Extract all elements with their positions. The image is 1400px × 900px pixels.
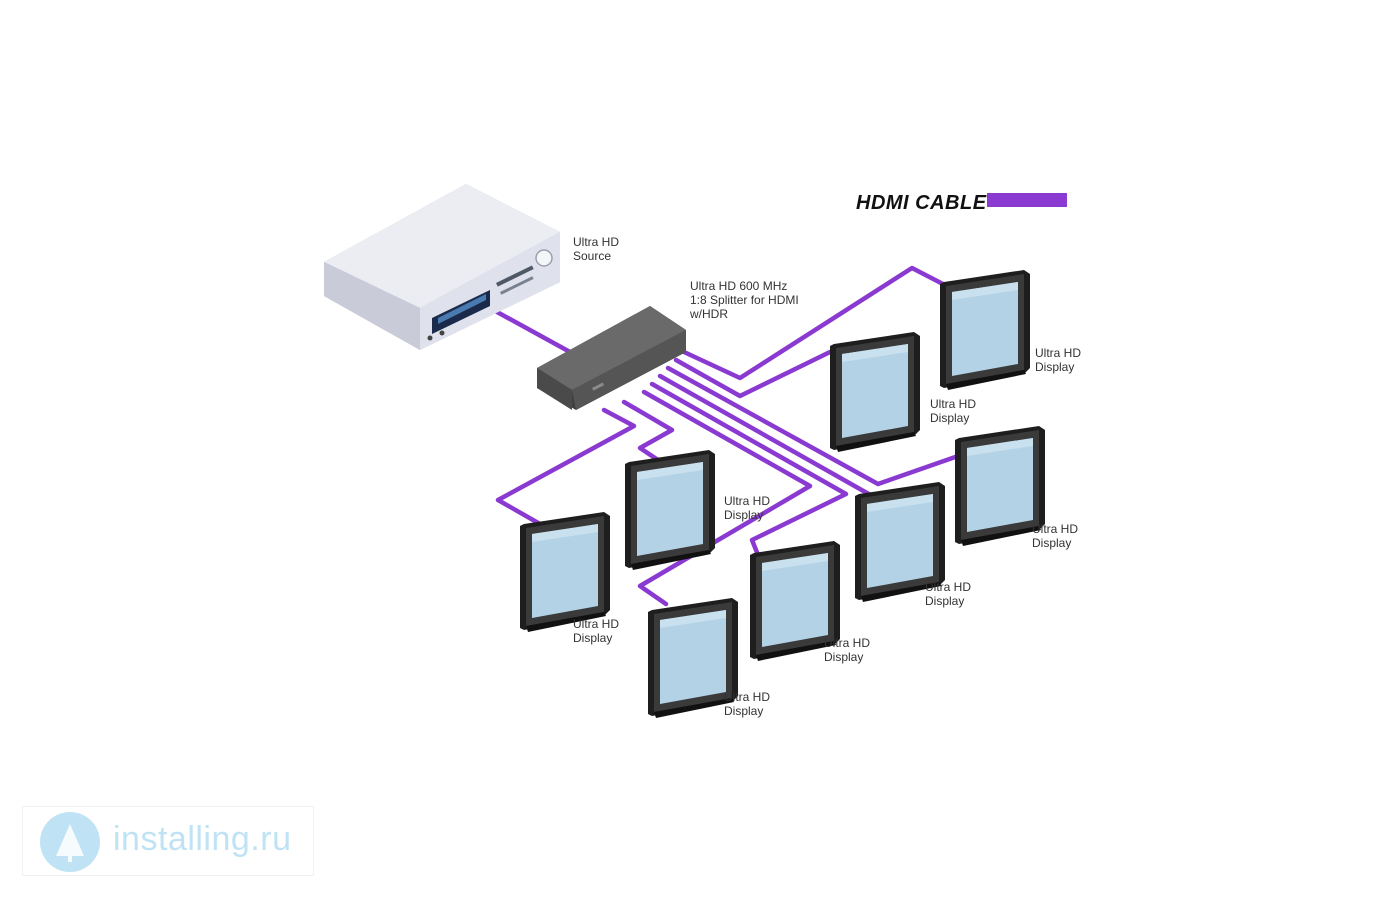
legend: HDMI CABLE (856, 192, 1067, 214)
cable-to-display-1 (681, 265, 973, 381)
display-7-icon (625, 450, 715, 570)
display-1-label-line2: Display (1035, 360, 1074, 374)
splitter-label-line2: 1:8 Splitter for HDMI (690, 293, 799, 307)
display-6-label-line1: Ultra HD (724, 690, 770, 704)
legend-title: HDMI CABLE (856, 192, 987, 214)
display-6-label-line2: Display (724, 704, 763, 718)
display-8-label-line1: Ultra HD (573, 617, 619, 631)
display-7-label-line2: Display (724, 508, 763, 522)
display-4-label-line2: Display (925, 594, 964, 608)
display-3-label-line1: Ultra HD (1032, 522, 1078, 536)
display-4-label-line1: Ultra HD (925, 580, 971, 594)
cable-to-display-8 (495, 407, 637, 527)
media-player-icon (324, 184, 560, 350)
display-5-label-line1: Ultra HD (824, 636, 870, 650)
source-label-line2: Source (573, 249, 611, 263)
display-1-label-line1: Ultra HD (1035, 346, 1081, 360)
cable-to-display-7 (621, 399, 675, 463)
display-1-icon (940, 270, 1030, 390)
cable-to-display-6 (637, 389, 813, 607)
cable-source-to-splitter (485, 304, 573, 355)
display-2-icon (830, 332, 920, 452)
source-label-line1: Ultra HD (573, 235, 619, 249)
hdmi-cables (485, 265, 1007, 607)
watermark: installing.ru (22, 806, 314, 876)
cable-to-display-4 (657, 373, 893, 509)
display-8-icon (520, 512, 610, 632)
tree-badge-icon (40, 812, 100, 872)
watermark-text: installing.ru (113, 820, 292, 858)
splitter-label-line3: w/HDR (689, 307, 728, 321)
cable-to-display-5 (649, 381, 849, 563)
hdmi-cable-swatch (987, 193, 1067, 207)
display-3-label-line2: Display (1032, 536, 1071, 550)
display-2-label-line1: Ultra HD (930, 397, 976, 411)
display-5-label-line2: Display (824, 650, 863, 664)
splitter-label-line1: Ultra HD 600 MHz (690, 279, 787, 293)
splitter-box-icon (537, 306, 686, 410)
display-2-label-line2: Display (930, 411, 969, 425)
display-7-label-line1: Ultra HD (724, 494, 770, 508)
display-8-label-line2: Display (573, 631, 612, 645)
